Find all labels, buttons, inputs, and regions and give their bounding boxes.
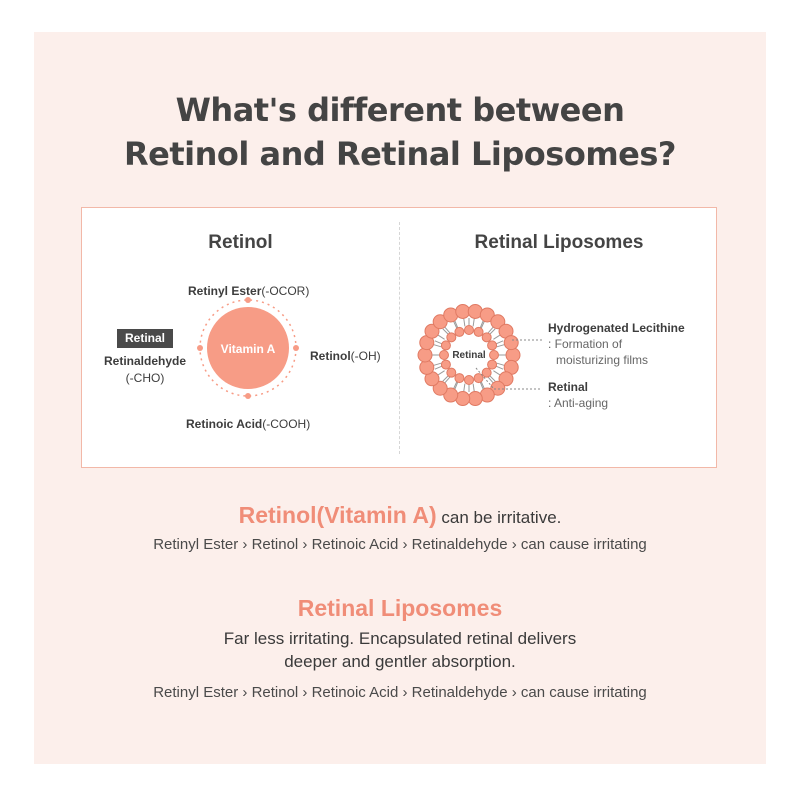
retinal-title: Retinal (548, 380, 589, 394)
section1-rest: can be irritative. (436, 508, 562, 527)
section1-sub: Retinyl Ester › Retinol › Retinoic Acid … (153, 536, 647, 553)
section2-sub: Retinyl Ester › Retinol › Retinoic Acid … (153, 684, 647, 701)
section1-accent: Retinol(Vitamin A) (238, 502, 437, 528)
section2-accent: Retinal Liposomes (297, 595, 503, 621)
lipid-tail (487, 325, 495, 334)
lipid-head-inner (464, 325, 474, 335)
lipid-tail (495, 365, 504, 370)
lipid-tail (454, 381, 459, 390)
lipid-head-outer (419, 359, 435, 375)
liposome-core-label: Retinal (452, 350, 486, 361)
retinol-oh-label: Retinol(-OH) (310, 349, 381, 363)
lipid-head-inner (481, 332, 492, 343)
lipid-tail (454, 320, 459, 329)
lipid-head-outer (479, 307, 495, 323)
lipid-head-inner (446, 332, 457, 343)
lipid-head-outer (498, 371, 514, 387)
lecithine-title: Hydrogenated Lecithine (548, 321, 685, 335)
lipid-head-inner (439, 350, 449, 360)
lipid-head-inner (487, 340, 498, 351)
cho-group-label: (-CHO) (125, 371, 165, 385)
lipid-head-inner (440, 340, 451, 351)
orbit-dot-right (293, 345, 299, 351)
lipid-head-outer (417, 347, 433, 363)
lipid-tail (434, 365, 443, 370)
lecithine-desc-1: : Formation of (548, 337, 623, 351)
panel-divider (399, 222, 400, 454)
liposomes-title: Retinal Liposomes (474, 232, 644, 253)
title-line-1: What's different between (175, 91, 625, 129)
comparison-panel: Retinol Vitamin A Retinyl Ester(-OCOR) R… (81, 207, 717, 468)
lipid-tail (489, 328, 496, 335)
lipid-tail (495, 340, 504, 345)
lipid-head-outer (424, 323, 440, 339)
orbit-dot-bottom (245, 393, 251, 399)
lipid-head-outer (503, 335, 519, 351)
lipid-head-inner (473, 326, 484, 337)
vitamin-a-label: Vitamin A (220, 342, 276, 356)
liposome-diagram (417, 303, 542, 407)
section1-heading: Retinol(Vitamin A) can be irritative. (34, 502, 766, 529)
lipid-head-inner (446, 367, 457, 378)
lipid-head-inner (454, 326, 465, 337)
lipid-tail (479, 381, 484, 390)
section2-line2: deeper and gentler absorption. (284, 652, 516, 671)
lipid-head-outer (490, 314, 506, 330)
lipid-tail (436, 334, 445, 340)
lipid-tail (493, 334, 502, 340)
vitamin-a-circle (207, 307, 289, 389)
lipid-head-outer (490, 380, 506, 396)
lipid-head-outer (443, 387, 459, 403)
lipid-tail (489, 375, 496, 382)
infographic-card: What's different between Retinol and Ret… (34, 32, 766, 764)
lipid-head-outer (432, 380, 448, 396)
lipid-head-inner (454, 373, 465, 384)
lipid-head-inner (489, 350, 499, 360)
page-title: What's different between Retinol and Ret… (34, 88, 766, 176)
lipid-tail (442, 375, 449, 382)
section2-line1: Far less irritating. Encapsulated retina… (223, 629, 577, 648)
lipid-tail (479, 320, 484, 329)
lipid-tail (463, 317, 466, 327)
lipid-head-outer (505, 347, 521, 363)
lecithine-desc-2: moisturizing films (556, 353, 649, 367)
lipid-tail (434, 340, 443, 345)
lipid-head-outer (467, 391, 483, 407)
lipid-tail (442, 328, 449, 335)
retinol-title: Retinol (208, 232, 273, 253)
lipid-head-outer (432, 314, 448, 330)
retinal-leader-a (475, 367, 495, 390)
lipid-head-inner (487, 359, 498, 370)
lipid-tail (493, 370, 502, 376)
title-line-2: Retinol and Retinal Liposomes? (124, 135, 676, 173)
lipid-tail (443, 325, 451, 334)
orbit-dot-top (245, 297, 251, 303)
orbit-dot-left (197, 345, 203, 351)
lipid-tail (436, 370, 445, 376)
retinal-desc: : Anti-aging (548, 396, 609, 410)
lipid-head-inner (473, 373, 484, 384)
lipid-tail (472, 317, 475, 327)
retinal-tag: Retinal (117, 329, 173, 348)
retinyl-ester-label: Retinyl Ester(-OCOR) (188, 284, 310, 298)
retinaldehyde-label: Retinaldehyde (103, 354, 187, 368)
vitamin-a-diagram (197, 297, 299, 399)
lipid-head-inner (440, 359, 451, 370)
lipid-head-outer (455, 303, 471, 319)
retinoic-acid-label: Retinoic Acid(-COOH) (186, 417, 311, 431)
lipid-head-inner (464, 375, 474, 385)
lipid-head-inner (481, 367, 492, 378)
